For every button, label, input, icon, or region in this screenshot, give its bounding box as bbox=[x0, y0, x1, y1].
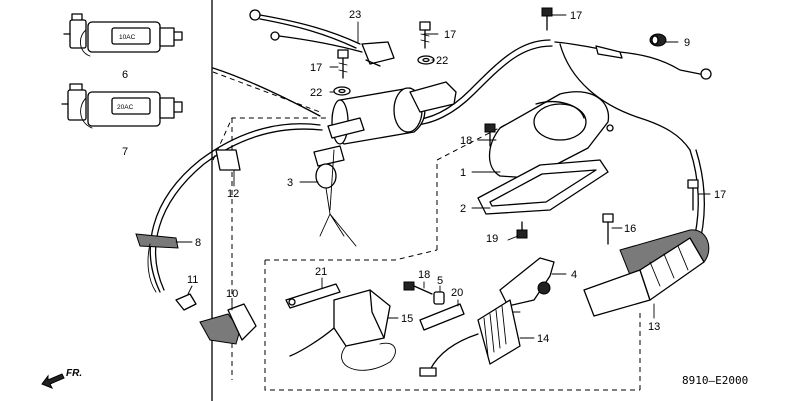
bolt-17-lower bbox=[602, 213, 614, 245]
bolt-19 bbox=[516, 221, 528, 239]
callout-9: 9 bbox=[684, 37, 690, 49]
bolt-17-right bbox=[687, 179, 699, 211]
cdi-unit-15 bbox=[289, 289, 396, 371]
stay-21 bbox=[285, 283, 341, 309]
callout-22-lower: 22 bbox=[310, 87, 322, 99]
callout-12: 12 bbox=[227, 188, 239, 200]
callout-1: 1 bbox=[460, 167, 466, 179]
callout-17-upper: 17 bbox=[444, 29, 456, 41]
coil-unit-3 bbox=[313, 81, 457, 247]
callout-5: 5 bbox=[437, 275, 443, 287]
callout-23: 23 bbox=[349, 9, 361, 21]
front-label: FR. bbox=[66, 368, 82, 379]
callout-13: 13 bbox=[648, 321, 660, 333]
callout-4: 4 bbox=[571, 269, 577, 281]
bracket-4 bbox=[499, 257, 555, 313]
bolt-17-left bbox=[337, 49, 349, 79]
lead-11 bbox=[175, 293, 197, 311]
washer-20 bbox=[419, 303, 465, 331]
gasket-2 bbox=[477, 159, 609, 215]
callouts: 6 7 23 17 17 22 22 17 9 18 1 2 3 12 8 19… bbox=[122, 9, 726, 345]
cable-23 bbox=[249, 9, 395, 67]
clamp-8 bbox=[135, 233, 179, 293]
assembly-boundary bbox=[212, 71, 641, 391]
cover-1 bbox=[488, 91, 614, 179]
regulator-14 bbox=[419, 299, 521, 377]
callout-19: 19 bbox=[486, 233, 498, 245]
callout-22-upper: 22 bbox=[436, 55, 448, 67]
callout-3: 3 bbox=[287, 177, 293, 189]
diagram-code: 8910—E2000 bbox=[682, 374, 748, 387]
callout-6: 6 bbox=[122, 69, 128, 81]
callout-17-right: 17 bbox=[714, 189, 726, 201]
callout-16: 18 bbox=[418, 269, 430, 281]
callout-8: 8 bbox=[195, 237, 201, 249]
bolt-17-upper bbox=[419, 21, 431, 49]
callout-2: 2 bbox=[460, 203, 466, 215]
clamp-12 bbox=[215, 149, 241, 171]
callout-10: 10 bbox=[226, 288, 238, 300]
bolt-18-top bbox=[541, 7, 553, 31]
plug-cap-10 bbox=[199, 303, 257, 345]
ignition-coil-7: 20AC bbox=[61, 83, 183, 129]
leader-lines bbox=[175, 14, 711, 339]
grommet-9 bbox=[595, 33, 712, 80]
callout-17-left: 17 bbox=[310, 62, 322, 74]
front-direction-arrow: FR. bbox=[41, 368, 82, 389]
callout-18-top: 17 bbox=[570, 10, 582, 22]
washer-22-lower bbox=[333, 86, 351, 96]
callout-17-lower: 16 bbox=[624, 223, 636, 235]
callout-11: 11 bbox=[187, 274, 198, 286]
bolt-16 bbox=[403, 281, 433, 295]
callout-18-mid: 18 bbox=[460, 135, 472, 147]
bolt-18-mid bbox=[484, 123, 496, 147]
ignition-coil-6: 10AC bbox=[63, 13, 183, 57]
callout-7: 7 bbox=[122, 146, 128, 158]
coil-6-label: 10AC bbox=[119, 34, 136, 41]
collar-5 bbox=[433, 291, 445, 305]
callout-15: 15 bbox=[401, 313, 413, 325]
coil-7-label: 20AC bbox=[117, 104, 134, 111]
callout-14: 14 bbox=[537, 333, 549, 345]
pulse-generator-13 bbox=[583, 229, 710, 317]
callout-20: 20 bbox=[451, 287, 463, 299]
callout-21: 21 bbox=[315, 266, 327, 278]
